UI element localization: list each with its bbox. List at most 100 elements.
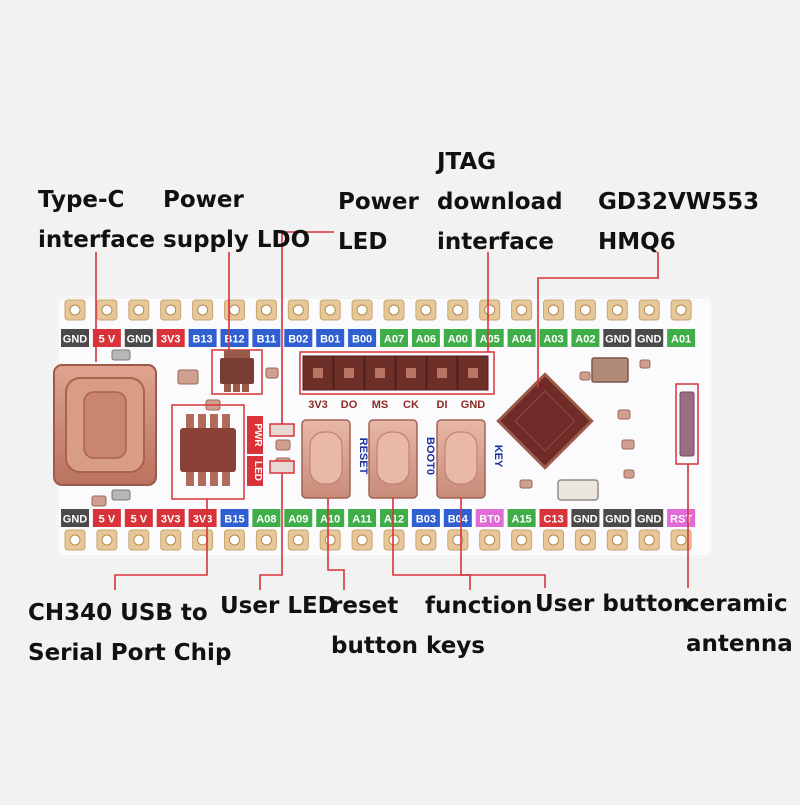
top-pin-label: B12 bbox=[224, 334, 244, 346]
bottom-pin-label: B04 bbox=[448, 514, 469, 526]
ldo-leg bbox=[233, 384, 240, 392]
top-pin-pad-hole bbox=[197, 304, 209, 316]
label-user-led-line1: User LED bbox=[220, 593, 337, 619]
top-pin-label-bg bbox=[475, 329, 504, 347]
label-ch340-line2: Serial Port Chip bbox=[28, 640, 232, 666]
leader-user-led bbox=[259, 473, 283, 590]
ch340-pin-bottom bbox=[210, 472, 218, 486]
label-reset-line2: button keys bbox=[331, 633, 485, 659]
leader-mcu bbox=[537, 252, 659, 388]
bottom-pin-label-bg bbox=[411, 509, 440, 527]
top-pin-label-bg bbox=[539, 329, 568, 347]
bottom-pin-label-bg bbox=[539, 509, 568, 527]
bottom-pin-label: A09 bbox=[288, 514, 308, 526]
top-pin-pad-hole bbox=[260, 304, 272, 316]
top-pin-label-bg bbox=[316, 329, 345, 347]
usb-c-cap bbox=[111, 349, 131, 361]
user-led bbox=[269, 460, 295, 474]
top-pin-label-bg bbox=[507, 329, 536, 347]
bottom-pin-pad-hole bbox=[643, 534, 655, 546]
bottom-pin-label-bg bbox=[443, 509, 472, 527]
top-pin-label-bg bbox=[124, 329, 153, 347]
ch340-pin-bottom bbox=[198, 472, 206, 486]
label-power-led: Power LED bbox=[338, 182, 419, 262]
top-pin-label: GND bbox=[637, 334, 662, 346]
top-pin-label: B11 bbox=[257, 334, 277, 346]
bottom-pin-pad-hole bbox=[260, 534, 272, 546]
label-power-led-line1: Power bbox=[338, 189, 419, 215]
jtag-pin-label: CK bbox=[403, 399, 419, 411]
bottom-pin-label-bg bbox=[316, 509, 345, 527]
jtag-highlight bbox=[299, 351, 495, 395]
label-ch340-line1: CH340 USB to bbox=[28, 600, 208, 626]
leader-power-led bbox=[281, 231, 334, 424]
top-pin-label-bg bbox=[571, 329, 600, 347]
top-pin-label-bg bbox=[443, 329, 472, 347]
top-pin-pad-hole bbox=[356, 304, 368, 316]
top-pin-label-bg bbox=[252, 329, 281, 347]
bottom-pin-pad-hole bbox=[675, 534, 687, 546]
antenna-highlight bbox=[675, 383, 699, 465]
top-pin-label-bg bbox=[667, 329, 696, 347]
usb-c-tongue bbox=[83, 391, 127, 459]
reset-button-silk-label: RESET bbox=[357, 438, 369, 475]
top-pin-label: A00 bbox=[448, 334, 468, 346]
label-antenna-line1: ceramic bbox=[686, 591, 788, 617]
top-pin-pad-hole bbox=[420, 304, 432, 316]
top-pin-label: B02 bbox=[288, 334, 308, 346]
jtag-pin-housing bbox=[395, 355, 427, 391]
ceramic-antenna bbox=[679, 391, 695, 457]
top-pin-label: B01 bbox=[320, 334, 340, 346]
leader-ch340 bbox=[114, 499, 208, 590]
jtag-pin bbox=[375, 368, 385, 378]
label-user-led: User LED bbox=[220, 586, 337, 626]
top-pin-label: B13 bbox=[193, 334, 213, 346]
top-pin-pad-hole bbox=[388, 304, 400, 316]
user-led-silk bbox=[247, 456, 263, 486]
mcu-chip-inner bbox=[514, 390, 576, 452]
top-pin-pad-hole bbox=[133, 304, 145, 316]
label-reset: reset button keys bbox=[331, 586, 485, 666]
bottom-pin-pad-hole bbox=[292, 534, 304, 546]
boot-button-cap bbox=[376, 431, 410, 485]
ch340-chip bbox=[180, 428, 236, 472]
bottom-pin-pad-hole bbox=[388, 534, 400, 546]
passive-component bbox=[579, 371, 591, 381]
top-pin-label-bg bbox=[635, 329, 664, 347]
label-power-led-line2: LED bbox=[338, 229, 388, 255]
label-ldo-line2: supply LDO bbox=[163, 227, 311, 253]
label-user-button-line1: User button bbox=[535, 591, 690, 617]
top-pin-label-bg bbox=[284, 329, 313, 347]
power-led bbox=[269, 423, 295, 437]
top-pin-pad-hole bbox=[229, 304, 240, 316]
leader-function bbox=[392, 498, 471, 590]
bottom-pin-label-bg bbox=[252, 509, 281, 527]
bottom-pin-label-bg bbox=[603, 509, 632, 527]
bottom-pin-label: GND bbox=[573, 514, 598, 526]
jtag-pin bbox=[406, 368, 416, 378]
label-type-c: Type-C interface bbox=[38, 180, 155, 260]
top-pin-label-bg bbox=[61, 329, 89, 347]
label-jtag-line1: JTAG bbox=[437, 149, 497, 175]
label-function-line1: function bbox=[425, 593, 533, 619]
leader-user-button bbox=[460, 498, 546, 588]
ldo-leg bbox=[242, 384, 249, 392]
bottom-pin-label-bg bbox=[380, 509, 408, 527]
pwr-led-silk bbox=[247, 416, 263, 454]
top-pin-label: 3V3 bbox=[161, 334, 181, 346]
leader-reset bbox=[327, 498, 345, 590]
bottom-pin-label-bg bbox=[635, 509, 664, 527]
top-pin-pad-hole bbox=[611, 304, 623, 316]
label-reset-line1: reset bbox=[331, 593, 399, 619]
top-pin-label: GND bbox=[127, 334, 152, 346]
top-pin-label: A07 bbox=[384, 334, 404, 346]
label-jtag-line2: download bbox=[437, 189, 563, 215]
top-pin-pad-hole bbox=[165, 304, 177, 316]
top-pin-label: A04 bbox=[512, 334, 533, 346]
top-pin-label: A01 bbox=[671, 334, 691, 346]
bottom-pin-label-bg bbox=[475, 509, 504, 527]
bottom-pin-label: A11 bbox=[352, 514, 372, 526]
bottom-pin-label: RST bbox=[670, 514, 692, 526]
bottom-pin-pad-hole bbox=[165, 534, 177, 546]
bottom-pin-label-bg bbox=[507, 509, 536, 527]
